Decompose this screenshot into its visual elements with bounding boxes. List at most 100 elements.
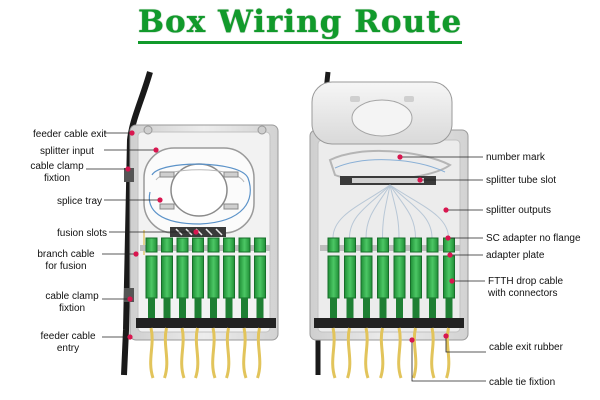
mount-hole-icon	[143, 125, 153, 135]
sc-adapter-top	[238, 237, 251, 253]
marker-dot	[153, 147, 159, 153]
left-drop-cables	[149, 327, 262, 379]
marker-dot	[133, 251, 139, 257]
drop-cable	[397, 327, 403, 379]
leader-line	[411, 340, 486, 382]
marker-dot	[397, 154, 403, 160]
marker-dot	[443, 333, 449, 339]
marker-dot	[127, 334, 133, 340]
splitter-output-fiber	[382, 184, 391, 239]
connector-boot	[445, 298, 453, 318]
lid-slot	[404, 96, 414, 102]
label-number-mark: number mark	[486, 152, 546, 163]
left-box	[121, 71, 279, 379]
sc-adapter-top	[192, 237, 204, 253]
sc-adapter-top	[223, 237, 235, 253]
drop-cable	[242, 327, 248, 379]
lid-slot	[350, 96, 360, 102]
sc-adapter-top	[360, 237, 373, 253]
sc-adapter	[192, 255, 204, 299]
sc-adapter	[161, 255, 173, 299]
drop-cable	[346, 327, 352, 379]
left-cable-tie-bar	[136, 318, 276, 328]
drop-cable	[331, 327, 337, 379]
connector-boot	[225, 298, 233, 318]
label-feeder-cable-exit: feeder cable exit	[33, 129, 107, 140]
cable-clamp	[124, 288, 134, 302]
left-adapter-plate	[140, 245, 270, 251]
drop-cable	[379, 327, 385, 379]
label-sc-adapter-no-flange: SC adapter no flange	[486, 233, 581, 244]
connector-boot	[412, 298, 420, 318]
right-cable-tie-bar	[314, 318, 464, 328]
sc-adapter	[443, 255, 455, 299]
connector-boot	[256, 298, 264, 318]
connector-boot	[148, 298, 155, 318]
sc-adapter	[254, 255, 266, 299]
label-fusion-slots: fusion slots	[57, 228, 107, 239]
connector-boot	[210, 298, 217, 318]
connector-boot	[194, 298, 202, 318]
marker-dot	[127, 296, 133, 302]
sc-adapter-top	[377, 237, 389, 253]
sc-adapter-top	[161, 237, 173, 253]
sc-adapter	[344, 255, 356, 299]
drop-cable	[211, 327, 217, 379]
right-adapter-plate	[320, 245, 460, 251]
drop-cable	[225, 327, 231, 379]
splitter-output-fiber	[389, 184, 449, 239]
right-drop-cables	[331, 327, 451, 379]
drop-cable	[149, 327, 155, 379]
marker-dot	[447, 252, 453, 258]
sc-adapter-top	[176, 237, 189, 253]
drop-cable	[194, 327, 200, 379]
marker-dot	[449, 278, 455, 284]
sc-adapter-top	[145, 237, 158, 253]
sc-adapter	[327, 255, 340, 299]
sc-adapter	[377, 255, 389, 299]
drop-cable	[412, 327, 418, 379]
fiber-loop	[148, 163, 251, 225]
marker-dot	[417, 177, 423, 183]
marker-dot	[125, 166, 131, 172]
right-callouts: number mark splitter tube slot splitter …	[397, 152, 581, 388]
splitter-output-fiber	[365, 184, 391, 239]
connector-boot	[429, 298, 436, 318]
lid-hub	[351, 99, 413, 137]
page-title: Box Wiring Route	[137, 4, 463, 44]
sc-adapter	[176, 255, 189, 299]
connector-boot	[346, 298, 354, 318]
splice-tray-hub	[170, 163, 228, 217]
sc-adapter	[393, 255, 406, 299]
sc-adapter	[410, 255, 422, 299]
marker-dot	[409, 337, 415, 343]
leader-line	[445, 336, 486, 353]
drop-cable	[163, 327, 169, 379]
sc-adapter-top	[344, 237, 356, 253]
sc-adapter-top	[410, 237, 422, 253]
splitter-output-fiber	[389, 184, 416, 239]
label-splitter-outputs: splitter outputs	[486, 205, 551, 216]
sc-adapter	[426, 255, 439, 299]
drop-cable	[180, 327, 186, 379]
connector-boot	[330, 298, 337, 318]
marker-dot	[157, 197, 163, 203]
label-cable-exit-rubber: cable exit rubber	[489, 342, 564, 353]
right-adapter-row	[327, 237, 455, 318]
marker-dot	[443, 207, 449, 213]
connector-boot	[241, 298, 248, 318]
marker-dot	[193, 229, 199, 235]
mount-hole-icon	[257, 125, 267, 135]
sc-adapter-top	[426, 237, 439, 253]
marker-dot	[129, 130, 135, 136]
tray-clip	[223, 203, 239, 210]
sc-adapter	[145, 255, 158, 299]
sc-adapter-top	[327, 237, 340, 253]
marker-dot	[445, 235, 451, 241]
tray-clip	[223, 171, 239, 178]
label-splitter-tube-slot: splitter tube slot	[486, 175, 556, 186]
drop-cable	[430, 327, 436, 379]
